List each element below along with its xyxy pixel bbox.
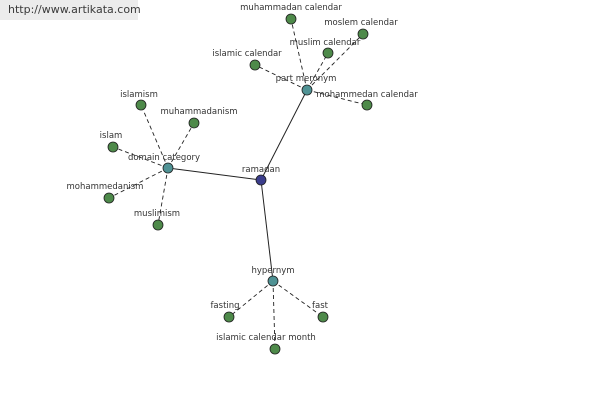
edge-part-meronym-islamic-calendar <box>254 64 308 91</box>
edge-domain-category-muslimism <box>157 167 169 226</box>
label-mohammedan-calendar: mohammedan calendar <box>316 90 418 100</box>
node-islam[interactable] <box>107 141 119 153</box>
edge-part-meronym-mohammedan-calendar <box>306 89 368 106</box>
label-moslem-calendar: moslem calendar <box>324 18 398 28</box>
node-ramadan[interactable] <box>255 174 267 186</box>
edge-ramadan-domain-category <box>167 167 262 181</box>
edge-hypernym-islamic-calendar-month <box>272 280 276 350</box>
watermark-link[interactable]: http://www.artikata.com <box>0 0 141 20</box>
node-fasting[interactable] <box>223 311 235 323</box>
label-islamism: islamism <box>120 90 158 100</box>
label-fasting: fasting <box>210 301 239 311</box>
nodes <box>103 13 373 355</box>
label-domain-category: domain category <box>128 153 200 163</box>
label-fast: fast <box>312 301 329 311</box>
label-muhammadanism: muhammadanism <box>160 107 237 117</box>
edge-hypernym-fasting <box>228 280 274 318</box>
label-part-meronym: part meronym <box>276 74 337 84</box>
label-muhammadan-calendar: muhammadan calendar <box>240 3 342 13</box>
node-muslim-calendar[interactable] <box>322 47 334 59</box>
node-domain-category[interactable] <box>162 162 174 174</box>
label-islamic-calendar-month: islamic calendar month <box>216 333 316 343</box>
edges <box>108 18 368 350</box>
node-muhammadan-calendar[interactable] <box>285 13 297 25</box>
edge-part-meronym-muhammadan-calendar <box>290 18 308 91</box>
edge-part-meronym-muslim-calendar <box>306 52 329 91</box>
node-mohammedanism[interactable] <box>103 192 115 204</box>
edge-domain-category-islamism <box>140 104 169 169</box>
edge-ramadan-part-meronym <box>260 89 308 181</box>
edge-domain-category-islam <box>112 146 169 169</box>
label-hypernym: hypernym <box>251 266 294 276</box>
node-mohammedan-calendar[interactable] <box>361 99 373 111</box>
node-muslimism[interactable] <box>152 219 164 231</box>
node-hypernym[interactable] <box>267 275 279 287</box>
label-islam: islam <box>100 131 123 141</box>
label-islamic-calendar: islamic calendar <box>212 49 282 59</box>
node-fast[interactable] <box>317 311 329 323</box>
edge-ramadan-hypernym <box>260 179 274 282</box>
label-muslim-calendar: muslim calendar <box>290 38 361 48</box>
node-muhammadanism[interactable] <box>188 117 200 129</box>
node-moslem-calendar[interactable] <box>357 28 369 40</box>
node-islamic-calendar-month[interactable] <box>269 343 281 355</box>
node-islamism[interactable] <box>135 99 147 111</box>
label-ramadan: ramadan <box>242 165 280 175</box>
edge-hypernym-fast <box>272 280 324 318</box>
edge-part-meronym-moslem-calendar <box>306 33 364 91</box>
labels: muhammadan calendar moslem calendar muslim… <box>67 3 419 343</box>
node-islamic-calendar[interactable] <box>249 59 261 71</box>
edge-domain-category-muhammadanism <box>167 122 195 169</box>
label-mohammedanism: mohammedanism <box>67 182 144 192</box>
label-muslimism: muslimism <box>134 209 180 219</box>
node-part-meronym[interactable] <box>301 84 313 96</box>
